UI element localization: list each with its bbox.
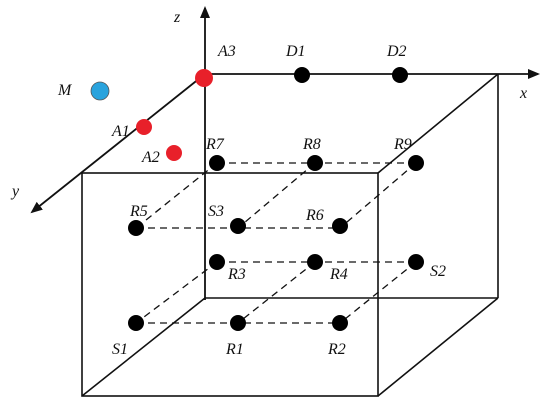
point-s1-label: S1 xyxy=(112,341,128,358)
dash-r9-r6 xyxy=(339,162,417,229)
point-a1-marker xyxy=(136,119,152,135)
point-d2-marker xyxy=(392,67,408,83)
dash-s2-r2 xyxy=(339,261,417,324)
dash-r3-s1 xyxy=(135,261,218,324)
point-m-marker xyxy=(90,81,110,101)
point-r7-marker xyxy=(209,155,225,171)
point-s2-marker xyxy=(408,254,424,270)
y-axis-label: y xyxy=(10,183,20,200)
point-r1-label: R1 xyxy=(225,341,244,358)
point-d2-label: D2 xyxy=(386,43,407,60)
z-axis-label: z xyxy=(173,9,181,26)
x-axis-label: x xyxy=(519,85,527,102)
point-r4-marker xyxy=(307,254,323,270)
point-m-label: M xyxy=(57,82,73,99)
point-a1-label: A1 xyxy=(111,123,130,140)
point-s2-label: S2 xyxy=(430,263,446,280)
point-r7-label: R7 xyxy=(205,136,225,153)
point-a2-label: A2 xyxy=(141,149,160,166)
point-r8-marker xyxy=(307,155,323,171)
point-r2-marker xyxy=(332,315,348,331)
dash-r8-s3 xyxy=(237,162,316,229)
point-s3-marker xyxy=(230,218,246,234)
point-a3-label: A3 xyxy=(217,43,236,60)
point-r4-label: R4 xyxy=(329,266,348,283)
point-r3-label: R3 xyxy=(227,266,246,283)
point-r3-marker xyxy=(209,254,225,270)
point-r8-label: R8 xyxy=(302,136,321,153)
point-r1-marker xyxy=(230,315,246,331)
point-r5-marker xyxy=(128,220,144,236)
point-a2-marker xyxy=(166,145,182,161)
y-axis xyxy=(30,73,206,214)
point-r9-marker xyxy=(408,155,424,171)
point-d1-label: D1 xyxy=(285,43,306,60)
dash-r4-r1 xyxy=(237,261,316,324)
point-r6-marker xyxy=(332,218,348,234)
point-r2-label: R2 xyxy=(327,341,346,358)
point-a3-marker xyxy=(195,69,213,87)
point-d1-marker xyxy=(294,67,310,83)
point-r6-label: R6 xyxy=(305,207,324,224)
box-edge-bottom-left-diag xyxy=(81,297,206,397)
box-front-face xyxy=(81,172,379,397)
point-s3-label: S3 xyxy=(208,203,224,220)
dash-r7-r5 xyxy=(135,162,218,229)
point-r9-label: R9 xyxy=(393,136,412,153)
point-r5-label: R5 xyxy=(129,203,148,220)
box-edge-top-right-diag xyxy=(377,73,499,174)
point-s1-marker xyxy=(128,315,144,331)
box-edge-bottom-right-diag xyxy=(377,297,499,397)
